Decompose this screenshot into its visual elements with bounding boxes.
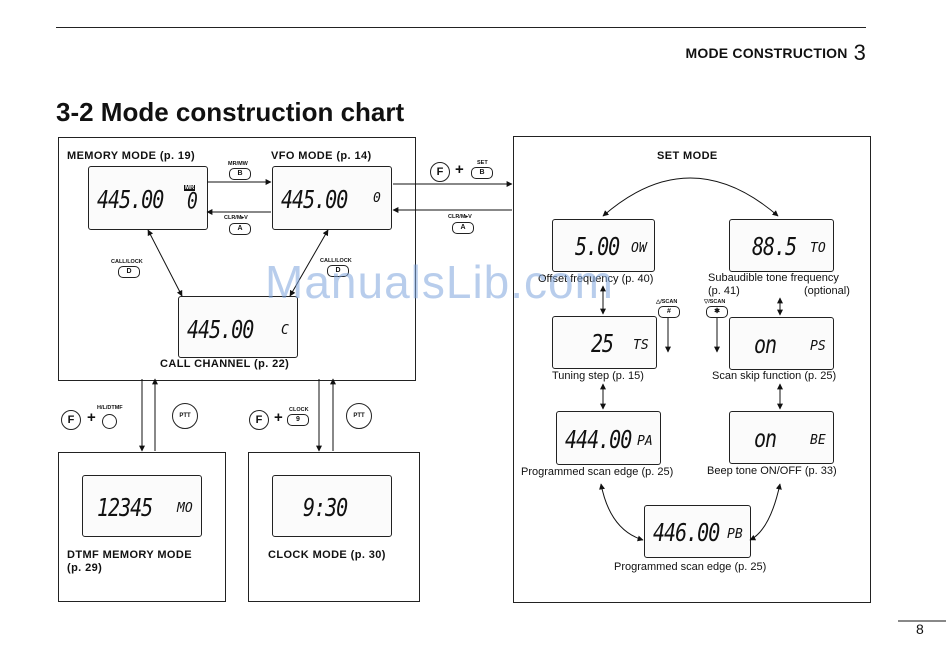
vfo-call-arrow <box>289 229 329 297</box>
offset-tone-arc <box>602 177 779 217</box>
plus-sign-clock: + <box>274 409 283 426</box>
scan-edge-a-caption: Programmed scan edge (p. 25) <box>521 466 674 478</box>
ptt-key-clock[interactable]: PTT <box>346 403 372 429</box>
scan-edge-b-display: 446.00 PB <box>644 505 751 558</box>
beep-indicator: BE <box>810 433 826 448</box>
a-key-set[interactable]: A <box>452 222 474 234</box>
tone-indicator: TO <box>810 241 826 256</box>
call-frequency: 445.00 <box>187 314 254 344</box>
top-rule <box>56 27 866 28</box>
call-channel-indicator: C <box>281 323 289 338</box>
tuning-step-value: 25 <box>591 328 614 358</box>
clock-value: 9:30 <box>303 492 348 522</box>
plus-sign-set: + <box>455 161 464 178</box>
a-key[interactable]: A <box>229 223 251 235</box>
memory-channel: 0 <box>187 188 198 215</box>
clock-key-label: CLOCK <box>289 407 309 413</box>
clock-display: 9:30 <box>272 475 392 537</box>
tuning-step-display: 25 TS <box>552 316 657 369</box>
watermark: ManualsLib.com <box>265 256 614 308</box>
tone-caption-optional: (optional) <box>804 285 850 297</box>
tone-caption-page: (p. 41) <box>708 285 740 297</box>
dtmf-display: 12345 MO <box>82 475 202 537</box>
call-lock-key-label-right: CALL/LOCK <box>320 258 352 264</box>
call-lock-key-label-left: CALL/LOCK <box>111 259 143 265</box>
down-scan-key-label: ▽/SCAN <box>704 299 726 305</box>
beep-display: on BE <box>729 411 834 464</box>
hash-key[interactable]: # <box>658 306 680 318</box>
memory-mode-display: 445.00 MR 0 <box>88 166 208 230</box>
memory-mode-label: MEMORY MODE (p. 19) <box>67 150 196 162</box>
f-key-clock[interactable]: F <box>249 410 269 430</box>
offset-value: 5.00 <box>575 231 620 261</box>
tone-value: 88.5 <box>752 231 797 261</box>
up-scan-key-label: △/SCAN <box>656 299 678 305</box>
memory-frequency: 445.00 <box>97 184 164 214</box>
tone-caption: Subaudible tone frequency <box>708 272 839 284</box>
ptt-key-dtmf[interactable]: PTT <box>172 403 198 429</box>
memory-call-arrow <box>147 229 183 297</box>
section-number: 3 <box>853 40 866 65</box>
vfo-mode-label: VFO MODE (p. 14) <box>271 150 372 162</box>
call-channel-display: 445.00 C <box>178 296 298 358</box>
f-key-dtmf[interactable]: F <box>61 410 81 430</box>
scan-edge-a-display: 444.00 PA <box>556 411 661 465</box>
scan-skip-display: on PS <box>729 317 834 370</box>
scan-skip-value: on <box>754 329 777 359</box>
vfo-channel: 0 <box>373 191 381 206</box>
hl-dtmf-key-label: H/L/DTMF <box>97 405 123 411</box>
dtmf-indicator: MO <box>177 501 193 516</box>
star-key[interactable]: ✱ <box>706 306 728 318</box>
section-header: MODE CONSTRUCTION 3 <box>686 40 867 66</box>
page-number: 8 <box>916 621 924 637</box>
scan-edge-b-indicator: PB <box>727 527 743 542</box>
offset-display: 5.00 OW <box>552 219 655 272</box>
clock-mode-label: CLOCK MODE (p. 30) <box>268 549 386 561</box>
dtmf-memory-page: (p. 29) <box>67 562 103 574</box>
edge-a-edge-b-arc <box>599 483 644 542</box>
d-key-left[interactable]: D <box>118 266 140 278</box>
nine-key[interactable]: 9 <box>287 414 309 426</box>
tuning-step-caption: Tuning step (p. 15) <box>552 370 644 382</box>
set-mode-title: SET MODE <box>657 150 718 162</box>
tone-display: 88.5 TO <box>729 219 834 272</box>
scan-edge-a-value: 444.00 <box>565 424 632 454</box>
call-channel-label: CALL CHANNEL (p. 22) <box>160 358 290 370</box>
scan-edge-a-indicator: PA <box>637 434 653 449</box>
b-key[interactable]: B <box>229 168 251 180</box>
beep-edge-b-arc <box>749 483 782 541</box>
dtmf-memory-label: DTMF MEMORY MODE <box>67 549 192 561</box>
mr-mw-key-label: MR/MW <box>228 161 248 167</box>
scan-skip-indicator: PS <box>810 339 826 354</box>
set-key-label: SET <box>477 160 488 166</box>
clr-key-label: CLR/M▸V <box>224 215 248 221</box>
dtmf-value: 12345 <box>97 492 153 522</box>
vfo-frequency: 445.00 <box>281 184 348 214</box>
page-title: 3-2 Mode construction chart <box>56 97 405 127</box>
hl-dtmf-key[interactable] <box>102 414 117 429</box>
offset-caption: Offset frequency (p. 40) <box>538 273 654 285</box>
scan-edge-b-value: 446.00 <box>653 517 720 547</box>
beep-caption: Beep tone ON/OFF (p. 33) <box>707 465 837 477</box>
vfo-mode-display: 445.00 0 <box>272 166 392 230</box>
f-key-set[interactable]: F <box>430 162 450 182</box>
offset-indicator: OW <box>631 241 647 256</box>
scan-edge-b-caption: Programmed scan edge (p. 25) <box>614 561 767 573</box>
scan-skip-caption: Scan skip function (p. 25) <box>712 370 837 382</box>
section-title: MODE CONSTRUCTION <box>685 45 848 61</box>
clr-key-label-set: CLR/M▸V <box>448 214 472 220</box>
memory-mr-indicator: MR <box>184 185 196 191</box>
tuning-step-indicator: TS <box>633 338 649 353</box>
plus-sign-dtmf: + <box>87 409 96 426</box>
d-key-right[interactable]: D <box>327 265 349 277</box>
b-key-set[interactable]: B <box>471 167 493 179</box>
beep-value: on <box>754 423 777 453</box>
